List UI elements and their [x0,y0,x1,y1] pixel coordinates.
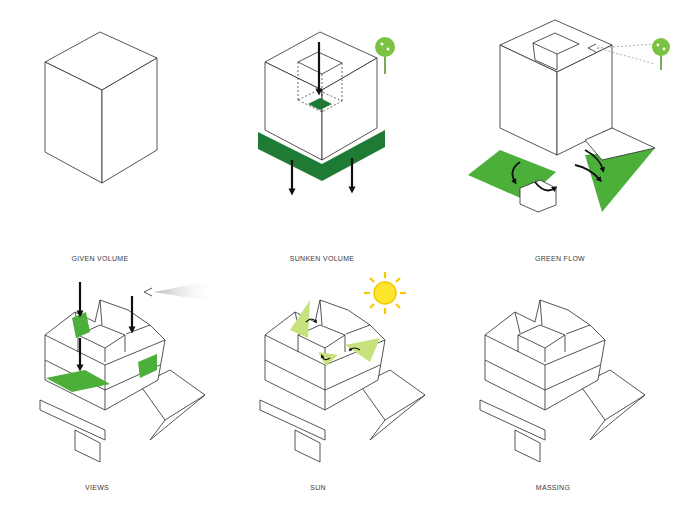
illustration-shape [512,162,520,182]
illustration-shape [318,352,338,366]
illustration-shape [154,280,215,302]
illustration-shape [500,45,557,155]
illustration-shape [400,292,406,294]
illustration-shape [585,128,655,160]
final-massing [480,300,645,462]
illustration-shape [40,300,205,462]
illustration-shape [375,37,395,57]
illustration-shape [298,62,299,100]
illustration-shape [370,278,374,282]
illustration-shape [46,370,110,392]
illustration-shape [318,42,320,92]
illustration-shape [298,90,342,112]
illustration-shape [480,300,645,462]
illustration-shape [575,165,600,180]
illustration-shape [520,180,556,212]
illustration-shape [396,278,400,282]
views-massing [40,280,215,462]
illustration-shape [291,160,293,192]
illustration-shape [657,44,660,47]
illustration-shape [585,150,603,170]
illustration-shape [585,148,655,212]
illustration-shape [384,308,386,314]
illustration-shape [138,354,157,378]
illustration-shape [387,48,390,51]
illustration-shape [557,54,558,70]
illustration-shape [45,62,102,183]
illustration-shape [79,282,81,314]
illustration-shape [384,272,386,278]
given-volume-cube [45,32,157,183]
illustration-shape [322,58,377,160]
panel-caption: GREEN FLOW [535,255,585,262]
panel-caption: SUN [310,484,326,491]
sun-symbol [364,272,406,314]
illustration-shape [72,312,90,338]
illustration-shape [322,356,330,360]
illustration-shape [290,300,310,338]
illustration-shape [597,44,655,48]
illustration-shape [597,48,655,64]
illustration-shape [342,63,343,101]
illustration-shape [351,158,353,190]
illustration-shape [533,33,579,54]
panel-caption: GIVEN VOLUME [72,255,129,262]
illustration-shape [308,98,332,110]
illustration-shape [384,55,386,74]
illustration-shape [374,282,396,304]
sun-massing [260,300,425,462]
illustration-shape [364,292,370,294]
illustration-shape [306,319,316,322]
illustration-shape [370,304,374,308]
illustration-shape [345,338,380,362]
illustration-shape [381,43,384,46]
illustration-shape [535,60,557,70]
illustration-shape [533,43,535,60]
panel-caption: VIEWS [85,484,109,491]
illustration-shape [144,288,152,296]
illustration-shape [535,182,555,190]
illustration-shape [588,44,596,52]
illustration-shape [663,48,666,51]
illustration-shape [260,300,425,462]
illustration-shape [131,296,133,330]
panel-caption: SUNKEN VOLUME [290,255,355,262]
illustration-shape [396,304,400,308]
illustration-shape [102,58,157,183]
panel-caption: MASSING [536,484,570,491]
sunken-volume-cube [258,32,395,192]
green-flow-massing [468,20,670,212]
illustration-shape [364,272,406,314]
illustration-shape [660,54,662,70]
illustration-shape [652,38,670,56]
illustration-shape [265,62,322,160]
illustration-shape [350,348,360,350]
illustration-shape [79,338,81,368]
